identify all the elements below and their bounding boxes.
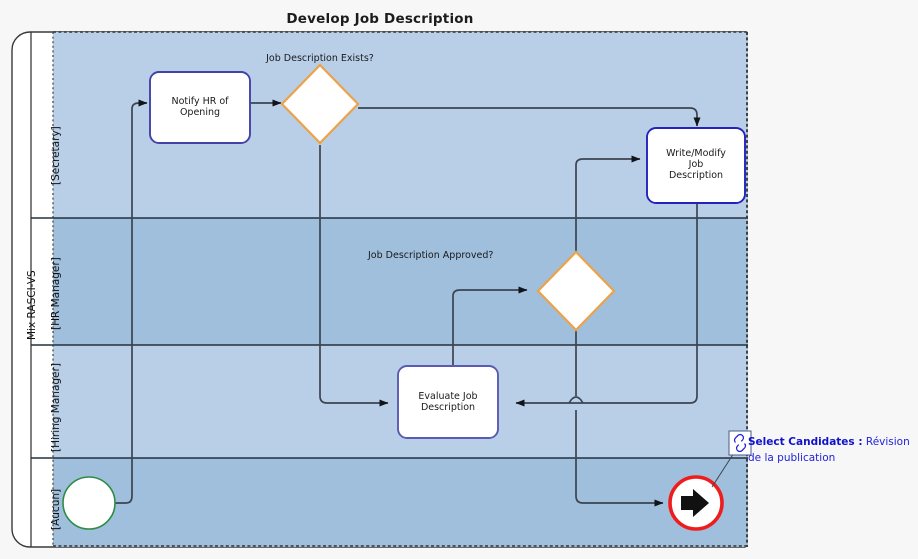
- annotation-select-candidates[interactable]: [711, 430, 752, 488]
- flow-evaluate-to-gw-approved[interactable]: [452, 286, 528, 368]
- link-arrow-icon: [681, 489, 709, 517]
- flow-line-jump: [568, 396, 584, 404]
- task-write-modify-job-description[interactable]: [646, 127, 746, 204]
- flow-start-to-notify[interactable]: [115, 99, 148, 504]
- annotation-note-box: [728, 430, 752, 456]
- lane-label-secretary: [Secretary]: [50, 126, 62, 185]
- pool-mix-rasci-vs[interactable]: [11, 31, 748, 548]
- gateway-label-approved: Job Description Approved?: [368, 250, 494, 261]
- flow-gw-approved-no-to-write[interactable]: [575, 155, 641, 290]
- lane-band-hr-manager: [53, 218, 748, 345]
- annotation-label: Select Candidates : Révision de la publi…: [748, 434, 916, 466]
- flow-gw-approved-yes-to-end[interactable]: [575, 328, 663, 503]
- lane-label-hiring-manager: [Hiring Manager]: [50, 363, 62, 452]
- start-event[interactable]: [62, 476, 116, 530]
- gateway-label-exists: Job Description Exists?: [266, 53, 374, 64]
- gateway-job-description-exists[interactable]: [280, 63, 360, 145]
- end-event[interactable]: [668, 475, 724, 531]
- annotation-body: Révision de la publication: [748, 436, 910, 464]
- pool-label: Mix RASCI-VS: [26, 270, 38, 340]
- sequence-flows: [115, 99, 701, 504]
- task-notify-hr-of-opening[interactable]: [149, 71, 251, 144]
- lane-label-hr-manager: [HR Manager]: [50, 257, 62, 330]
- flow-gw-exists-yes-to-write[interactable]: [358, 107, 701, 127]
- link-icon: [733, 433, 747, 453]
- lane-label-aucun: [Aucun]: [50, 488, 62, 530]
- annotation-reference[interactable]: Select Candidates :: [748, 436, 863, 448]
- flow-write-to-evaluate[interactable]: [515, 203, 698, 407]
- gateway-job-description-approved[interactable]: [536, 250, 616, 332]
- task-evaluate-job-description[interactable]: [397, 365, 499, 439]
- flow-gw-exists-no-to-evaluate[interactable]: [319, 145, 389, 407]
- page-title: Develop Job Description: [286, 11, 474, 27]
